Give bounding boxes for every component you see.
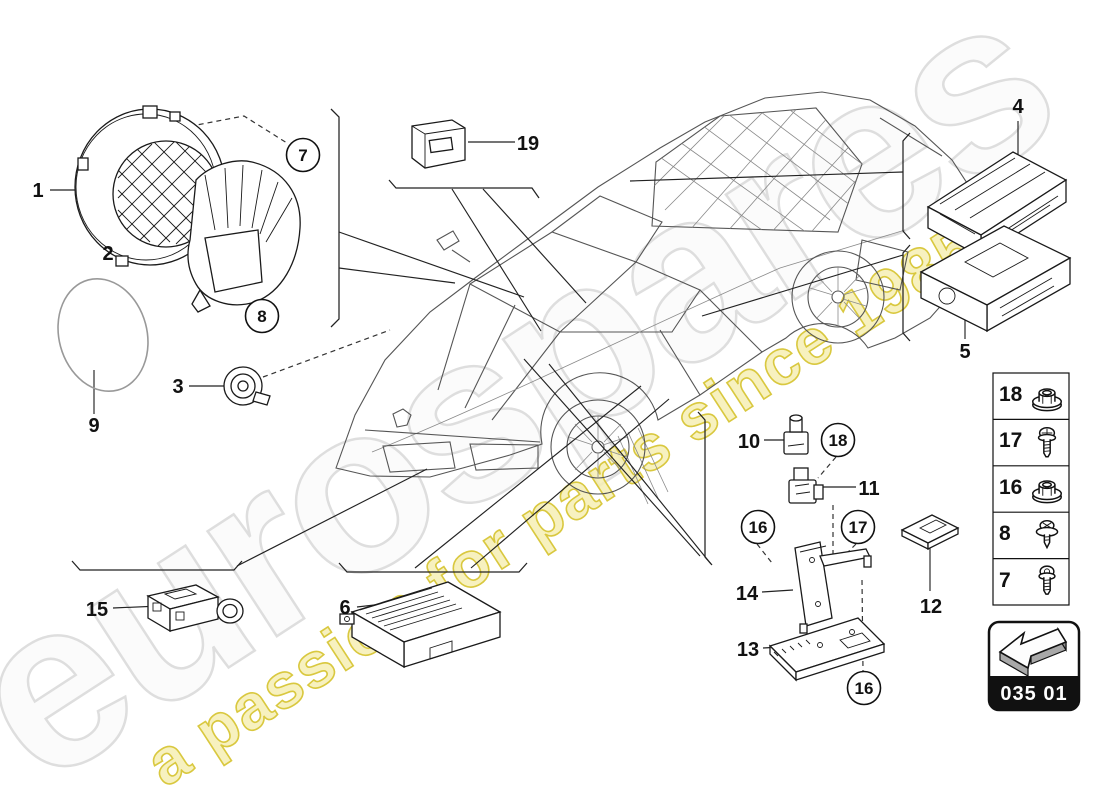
callout-11[interactable]: 11 <box>858 478 879 500</box>
circled-ref-7[interactable]: 7 <box>285 137 321 173</box>
circled-ref-16a[interactable]: 16 <box>740 509 776 545</box>
circled-ref-16b[interactable]: 16 <box>846 670 882 706</box>
svg-text:8: 8 <box>999 522 1011 545</box>
svg-text:18: 18 <box>999 383 1023 406</box>
back-arrow-icon <box>998 626 1068 678</box>
callout-12[interactable]: 12 <box>920 596 942 618</box>
svg-text:17: 17 <box>999 429 1022 452</box>
page-code-label: 035 01 <box>1000 683 1067 705</box>
usb-module-drawing <box>411 119 466 169</box>
svg-text:8: 8 <box>257 307 266 326</box>
callout-labels: 1 2 3 4 5 6 9 10 11 12 13 14 15 19 <box>32 96 1024 661</box>
amplifier-6-drawing <box>339 581 502 669</box>
callout-19[interactable]: 19 <box>517 133 539 155</box>
callout-6[interactable]: 6 <box>339 597 350 619</box>
page-code-badge[interactable]: 035 01 <box>987 620 1081 712</box>
callout-1[interactable]: 1 <box>32 180 43 202</box>
svg-text:17: 17 <box>849 518 868 537</box>
front-wheel <box>550 399 646 495</box>
callout-4[interactable]: 4 <box>1012 96 1024 118</box>
trim-ring-drawing <box>57 277 149 393</box>
callout-15[interactable]: 15 <box>86 599 108 621</box>
engine-deck-lattice <box>652 108 862 232</box>
fastener-row[interactable]: 18 <box>999 383 1062 412</box>
rear-wheel <box>791 250 885 344</box>
bracket-14-drawing <box>794 541 872 634</box>
fastener-row[interactable]: 16 <box>999 476 1062 504</box>
svg-text:16: 16 <box>999 476 1022 499</box>
fastener-row[interactable]: 17 <box>999 426 1057 458</box>
callout-2[interactable]: 2 <box>102 243 113 265</box>
callout-10[interactable]: 10 <box>738 431 760 453</box>
part-drawings <box>57 105 1072 682</box>
svg-text:7: 7 <box>298 146 307 165</box>
tweeter-drawing <box>223 366 271 406</box>
car-illustration <box>335 91 984 505</box>
fastener-row[interactable]: 8 <box>999 519 1059 549</box>
svg-text:7: 7 <box>999 569 1011 592</box>
callout-3[interactable]: 3 <box>172 376 183 398</box>
fastener-row[interactable]: 7 <box>999 565 1056 595</box>
circled-ref-17[interactable]: 17 <box>840 509 876 545</box>
clip-10-drawing <box>783 414 809 455</box>
amplifier-unit-drawing <box>919 225 1072 333</box>
leader-lines <box>50 121 1019 649</box>
callout-9[interactable]: 9 <box>88 415 99 437</box>
circled-ref-8[interactable]: 8 <box>244 298 280 334</box>
callout-13[interactable]: 13 <box>737 639 759 661</box>
circled-references: 7 8 18 16 17 16 <box>244 137 882 706</box>
callout-5[interactable]: 5 <box>959 341 970 363</box>
module-15-drawing <box>146 584 244 633</box>
callout-14[interactable]: 14 <box>736 583 759 605</box>
module-13-drawing <box>768 617 886 682</box>
fastener-table: 18 17 16 8 7 <box>992 372 1070 606</box>
svg-text:16: 16 <box>855 679 874 698</box>
svg-text:16: 16 <box>749 518 768 537</box>
speaker-shell-drawing <box>187 160 301 313</box>
ecu-12-drawing <box>900 514 960 551</box>
circled-ref-18[interactable]: 18 <box>820 422 856 458</box>
svg-text:18: 18 <box>829 431 848 450</box>
clip-11-drawing <box>788 467 824 504</box>
